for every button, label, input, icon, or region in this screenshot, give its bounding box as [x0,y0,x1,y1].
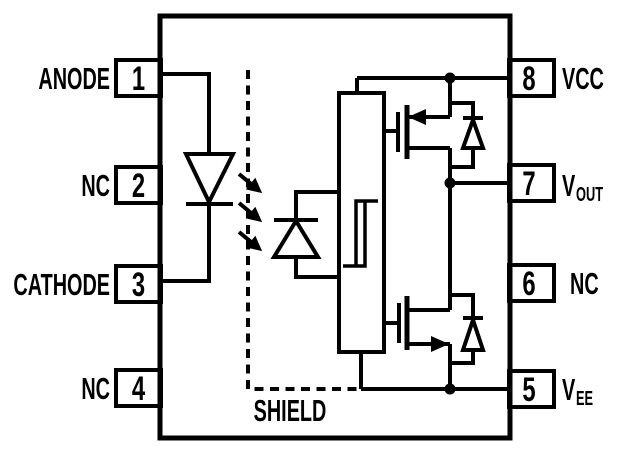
pin-4-box [114,368,163,408]
vee-rail [359,352,509,391]
junction-dot-vee [444,383,456,395]
photodiode-bottom-wire [294,257,339,279]
pin-2-number: 2 [132,167,145,205]
pin-4-label: NC [81,370,110,406]
mosfet-arrow [431,336,449,352]
anode-wire [161,72,211,154]
pin-2: 2 NC [81,165,163,205]
pin-8-number: 8 [522,60,535,98]
diode-bottom-wire [450,350,475,365]
pin-5: 5 V EE [507,369,593,410]
ic-package-outline [157,13,513,441]
amplifier-block [337,91,386,354]
high-side-mosfet-icon [384,78,452,183]
led-triangle [182,152,237,207]
hysteresis-glyph-lower [343,201,367,268]
pin-2-label: NC [81,167,110,203]
pin-6-box [507,263,556,303]
pin-6-label: NC [570,265,599,301]
high-side-body-diode-icon [450,101,486,169]
photodiode-triangle [270,217,322,259]
diode-top-wire [450,101,475,119]
pin-5-number: 5 [522,371,535,409]
cathode-wire [161,204,211,283]
pin-3: 3 CATHODE [13,264,163,304]
pin-1-box [114,58,163,98]
photodiode-icon [270,190,339,279]
photodiode-top-wire [294,190,339,220]
diode-triangle [460,313,486,352]
pin-7-label: V [562,167,576,203]
pin-7-number: 7 [522,165,535,203]
light-emission-arrows-icon [237,172,263,252]
pin-3-number: 3 [132,266,145,304]
diode-bottom-wire [450,148,475,169]
shield-dashed-boundary [246,70,357,391]
mosfet-arrow [408,109,426,125]
low-side-mosfet-icon [384,296,452,389]
pin-6: 6 NC [507,263,599,303]
pin-5-label: V [562,371,576,407]
pin-8: 8 VCC [507,58,604,98]
junction-dot-vout [444,177,456,189]
diode-top-wire [450,293,475,319]
pin-3-label: CATHODE [13,266,110,302]
hysteresis-glyph-upper [354,199,378,266]
pin-1-label: ANODE [38,60,110,96]
pin-4: 4 NC [81,368,163,408]
vcc-rail [355,76,509,93]
diode-triangle [460,114,486,150]
pin-3-box [114,264,163,304]
pin-2-box [114,165,163,205]
pin-8-label: VCC [562,60,604,96]
schmitt-trigger-icon [337,91,386,354]
shield-label: SHIELD [254,392,327,428]
pin-4-number: 4 [132,370,146,408]
pin-6-number: 6 [522,265,535,303]
pin-7-label-subscript: OUT [576,183,604,206]
pin-1-number: 1 [132,60,145,98]
pin-7: 7 V OUT [507,163,604,206]
low-side-body-diode-icon [450,293,486,365]
led-icon [161,72,237,283]
pin-5-label-subscript: EE [576,387,593,410]
junction-dot-vcc [444,72,456,84]
pin-1: 1 ANODE [38,58,163,98]
